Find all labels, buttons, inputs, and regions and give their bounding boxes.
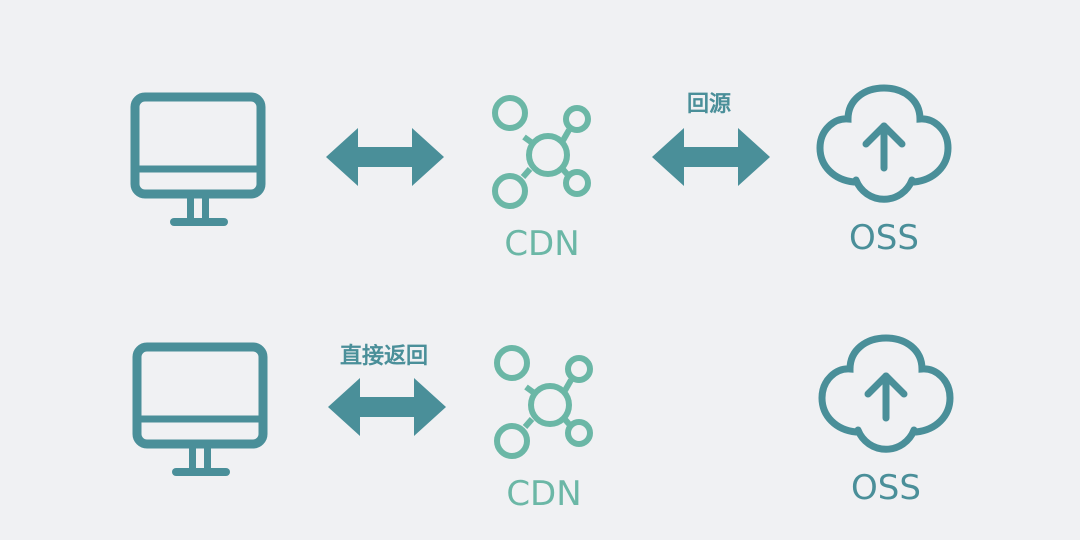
network-hub-icon bbox=[492, 95, 591, 209]
arrow-label: 直接返回 bbox=[339, 344, 428, 369]
arrow-label: 回源 bbox=[686, 92, 731, 117]
cloud-upload-icon bbox=[816, 84, 952, 203]
cdn-label: CDN bbox=[504, 224, 580, 264]
monitor-icon bbox=[132, 342, 268, 476]
monitor-icon bbox=[130, 92, 266, 226]
oss-label: OSS bbox=[851, 468, 921, 508]
double-arrow-icon bbox=[326, 128, 444, 186]
double-arrow-icon bbox=[328, 378, 446, 436]
cloud-upload-icon bbox=[818, 334, 954, 453]
oss-label: OSS bbox=[849, 218, 919, 258]
cdn-label: CDN bbox=[506, 474, 582, 514]
network-hub-icon bbox=[494, 345, 593, 459]
double-arrow-icon bbox=[652, 128, 770, 186]
